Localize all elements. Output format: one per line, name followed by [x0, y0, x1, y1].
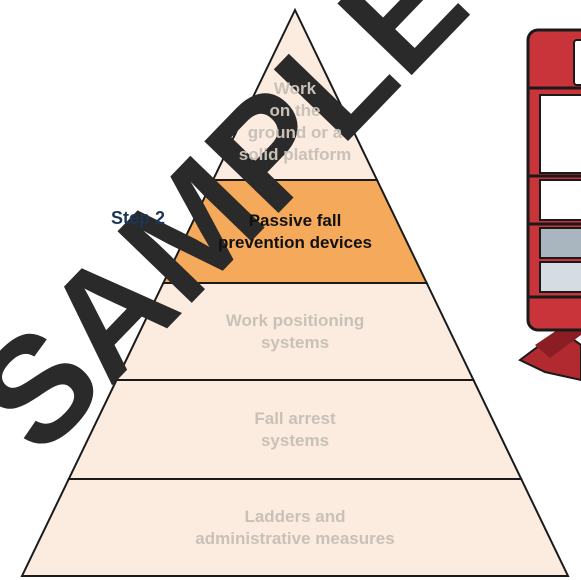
elevating-work-platform-illustration: [518, 28, 581, 382]
pyramid-level-2-label-line: Passive fall: [248, 210, 342, 230]
pyramid-level-5-label-line: Ladders and: [244, 506, 346, 526]
pyramid: [20, 7, 570, 577]
pyramid-level-1-label-line: ground or a: [247, 123, 343, 142]
pyramid-level-5: [20, 478, 570, 577]
pyramid-level-1-label: Work on the ground or a solid platform: [160, 78, 430, 166]
pyramid-level-4-label-line: Fall arrest: [254, 408, 336, 428]
pyramid-level-1-label-line: solid platform: [238, 145, 352, 164]
pyramid-level-5-label-line: administrative measures: [195, 528, 395, 548]
pyramid-level-2-label-line: prevention devices: [217, 232, 372, 252]
step-label: Step 2: [111, 208, 166, 228]
pyramid-level-1-label-line: on the: [269, 101, 321, 120]
pyramid-level-3-label-line: Work positioning: [225, 310, 365, 330]
pyramid-level-1-label-line: Work: [273, 79, 317, 98]
pyramid-level-3-label-line: systems: [260, 332, 330, 352]
pyramid-level-4-label-line: systems: [260, 430, 330, 450]
